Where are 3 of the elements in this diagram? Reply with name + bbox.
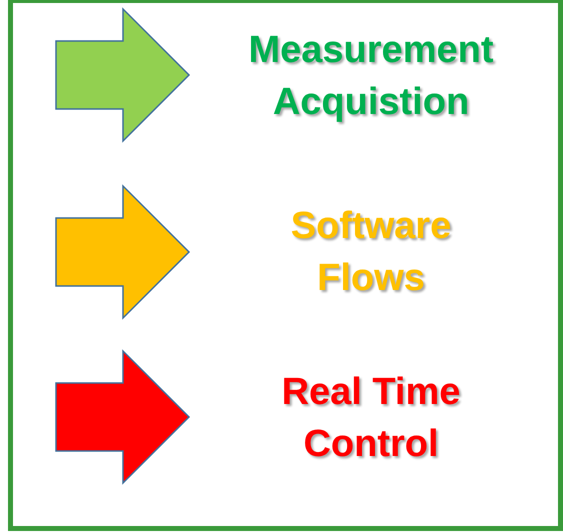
- step-label: Real Time Control: [280, 370, 462, 467]
- step-label: Software Flows: [290, 204, 452, 301]
- step-label: Measurement Acquistion: [248, 28, 494, 125]
